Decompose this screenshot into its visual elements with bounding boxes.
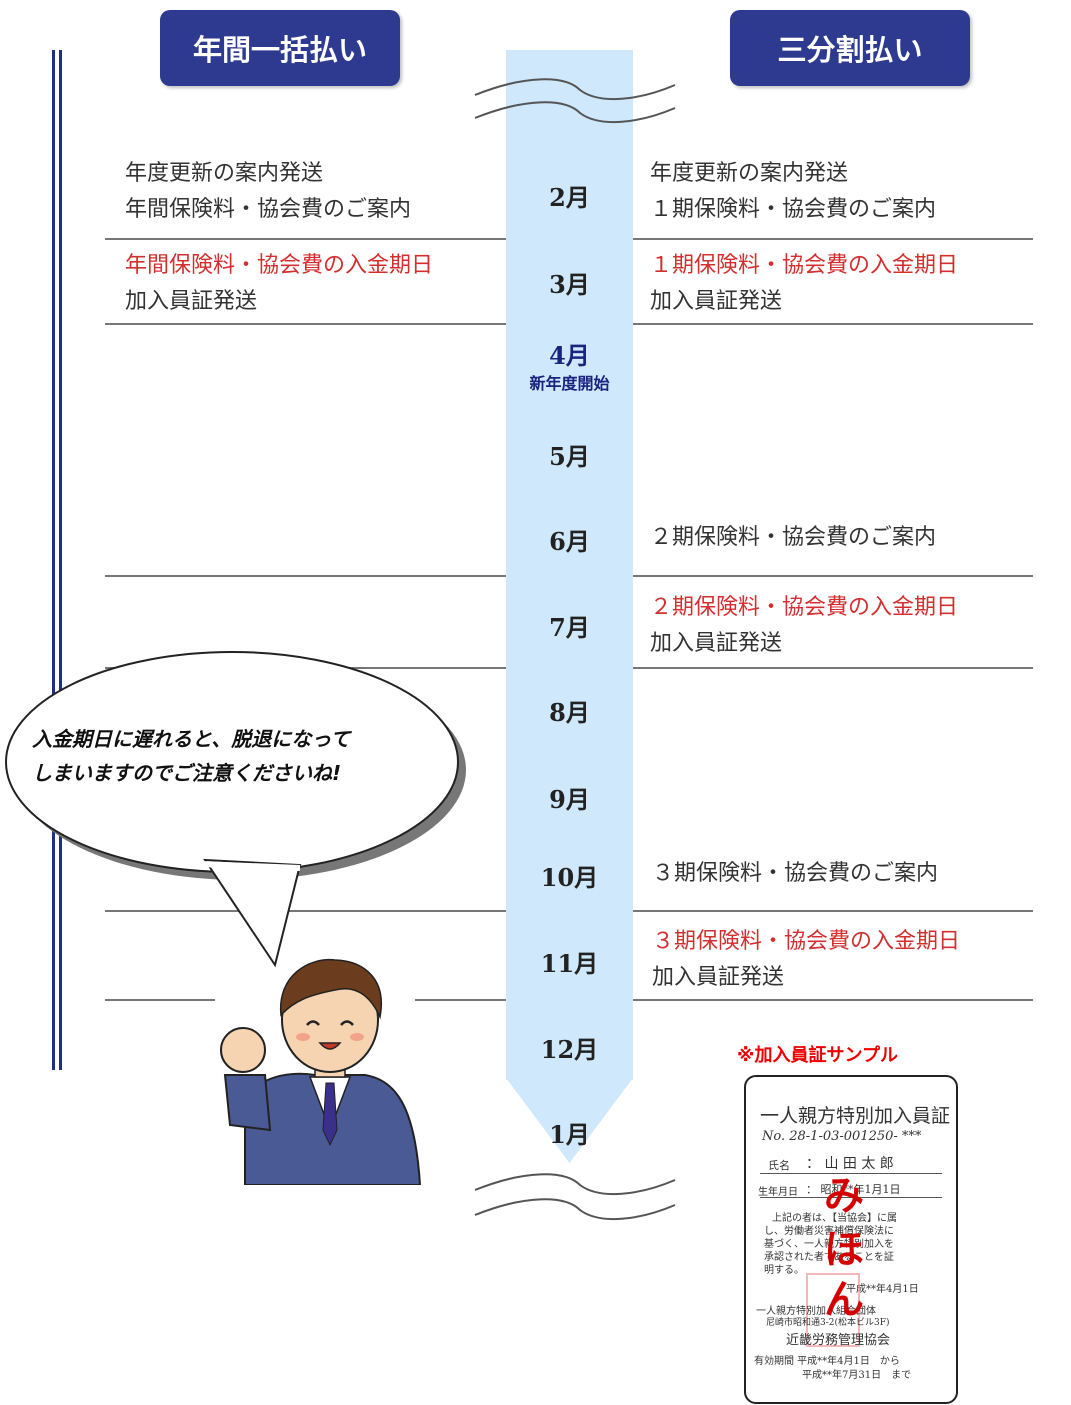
sample-stamp-n: ん [824,1277,864,1323]
separator-oct-right [633,910,1033,912]
separator-nov-left-b [415,999,506,1001]
right-jun-notice: ２期保険料・協会費のご案内 [650,525,937,550]
separator-feb-left [105,238,506,240]
separator-mar-right [633,323,1033,325]
right-feb-line2: １期保険料・協会費のご案内 [650,197,937,222]
right-feb-line1: 年度更新の案内発送 [650,161,849,186]
month-dec: 12月 [540,1035,599,1064]
month-jul: 7月 [549,613,590,642]
left-mar-card-shipping: 加入員証発送 [125,289,258,314]
card-body-4: 承認された者であることを証 [764,1252,894,1263]
card-title: 一人親方特別加入員証 [760,1105,951,1127]
right-jul-card-shipping: 加入員証発送 [650,631,783,656]
month-aug: 8月 [549,698,590,727]
businessman-illustration [220,958,422,1185]
new-fiscal-year-label: 新年度開始 [529,374,610,393]
card-body-3: 基づく、一人親方特別加入を [764,1239,894,1250]
left-feb-line1: 年度更新の案内発送 [125,161,324,186]
card-rule-1 [760,1173,942,1174]
month-apr: 4月 [549,341,590,370]
separator-nov-right [633,999,1033,1001]
card-body-1: 上記の者は、【当協会】に属 [772,1213,897,1224]
left-border-line-inner [59,50,62,1070]
card-seal [806,1273,860,1347]
warning-line1: 入金期日に遅れると、脱退になって [32,727,351,751]
month-feb: 2月 [549,183,590,212]
separator-mar-left [105,323,506,325]
separator-oct-left [105,910,506,912]
card-org-3: 近畿労務管理協会 [786,1333,891,1348]
separator-jul-right [633,667,1033,669]
card-validity-1: 有効期間 平成**年4月1日 から [754,1356,900,1367]
month-nov: 11月 [540,949,599,978]
three-installment-button[interactable]: 三分割払い [730,10,970,86]
month-sep: 9月 [549,785,590,814]
card-org-1: 一人親方特別加入組合団体 [756,1306,876,1317]
left-border-line [52,50,55,1070]
card-body-5: 明する。 [764,1265,804,1276]
card-body-2: し、労働者災害補償保険法に [764,1226,894,1237]
card-birth-label: 生年月日 [758,1187,798,1198]
three-installment-label: 三分割払い [777,33,923,67]
speech-bubble [5,651,466,968]
warning-line2: しまいますのでご注意くださいね! [32,761,342,785]
left-feb-line2: 年間保険料・協会費のご案内 [125,197,412,222]
card-org-2: 尼崎市昭和通3-2(松本ビル3F) [766,1318,890,1328]
warning-message: 入金期日に遅れると、脱退になって しまいますのでご注意くださいね! [32,722,452,790]
wave-break-top [474,78,676,123]
separator-jun-right [633,575,1033,577]
right-mar-due-date: １期保険料・協会費の入金期日 [650,253,959,278]
membership-card-sample: 一人親方特別加入員証 No. 28-1-03-001250- *** 氏名 ： … [744,1075,958,1404]
separator-feb-right [633,238,1033,240]
right-jul-due-date: ２期保険料・協会費の入金期日 [650,595,959,620]
annual-payment-button[interactable]: 年間一括払い [160,10,400,86]
timeline-arrow-head [506,1078,633,1163]
card-issue-date: 平成**年4月1日 [846,1284,919,1295]
month-oct: 10月 [540,863,599,892]
right-oct-notice: ３期保険料・協会費のご案内 [652,861,939,886]
separator-jun-left [105,575,506,577]
sample-stamp-mi: み [824,1173,864,1219]
card-birth-value: ： 昭和**年1月1日 [806,1183,901,1196]
left-mar-due-date: 年間保険料・協会費の入金期日 [125,253,434,278]
annual-payment-label: 年間一括払い [192,33,367,67]
wave-break-bottom [470,1173,680,1220]
month-jun: 6月 [549,527,590,556]
month-mar: 3月 [549,270,590,299]
card-name-value: ： 山 田 太 郎 [806,1156,894,1172]
card-number: No. 28-1-03-001250- *** [762,1129,922,1144]
card-sample-label: ※加入員証サンプル [737,1045,898,1066]
month-jan: 1月 [549,1120,590,1149]
timeline-band [506,50,633,1080]
right-nov-card-shipping: 加入員証発送 [652,965,785,990]
right-mar-card-shipping: 加入員証発送 [650,289,783,314]
right-nov-due-date: ３期保険料・協会費の入金期日 [652,929,961,954]
card-name-label: 氏名 [768,1159,790,1172]
separator-nov-left-a [105,999,215,1001]
month-may: 5月 [549,442,590,471]
card-validity-2: 平成**年7月31日 まで [802,1370,912,1381]
sample-stamp-ho: ほ [824,1227,864,1273]
card-rule-2 [760,1197,942,1198]
